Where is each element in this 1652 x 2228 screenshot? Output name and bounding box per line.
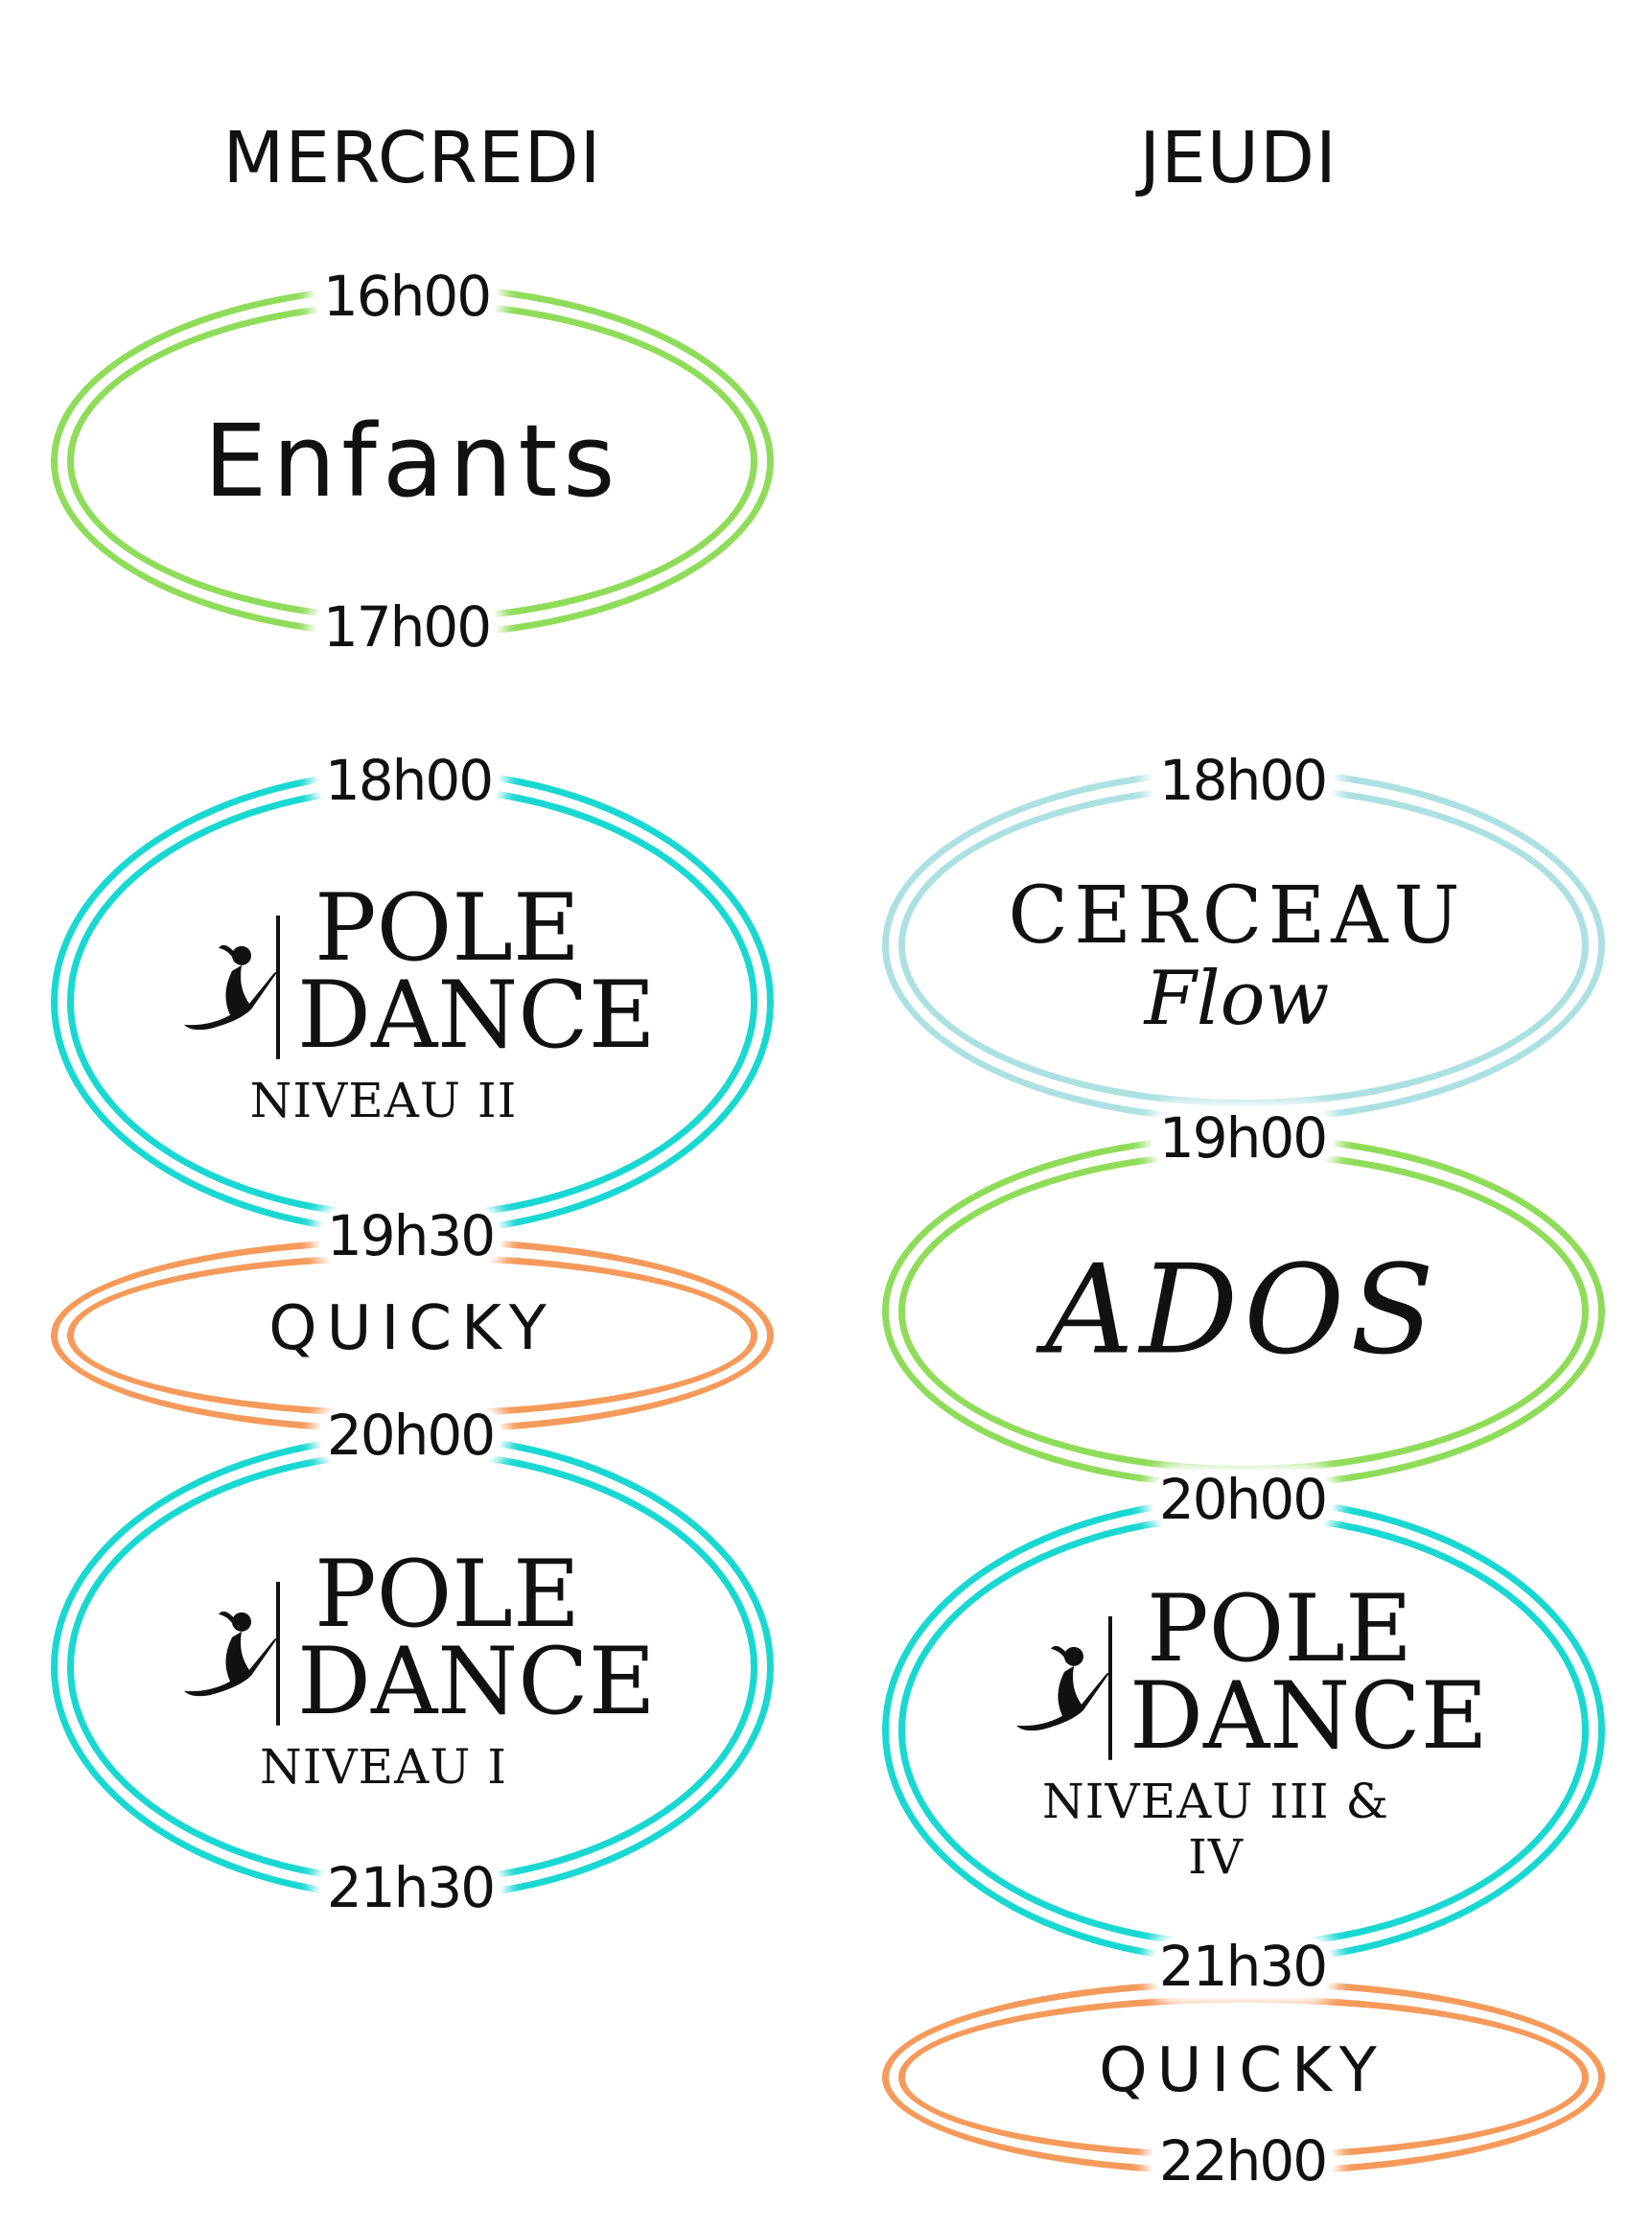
time-label: 16h00 [314,266,499,328]
class-label-enfants: Enfants [203,403,621,520]
pole-text: POLE [1147,1574,1413,1683]
time-label: 21h30 [1151,1936,1335,1998]
class-logo-pole-dance-niveau-2: POLE DANCE NIVEAU II [182,882,656,1129]
dancer-icon [184,1582,280,1727]
time-label: 21h30 [318,1857,502,1919]
class-label-quicky-thursday: QUICKY [1099,2035,1386,2106]
time-label: 20h00 [1151,1469,1335,1531]
level-text: NIVEAU I [260,1739,507,1796]
class-label-ados: ADOS [1045,1239,1440,1382]
class-logo-pole-dance-niveau-1: POLE DANCE NIVEAU I [182,1548,656,1796]
class-label-quicky-wednesday: QUICKY [268,1293,556,1364]
dance-text: DANCE [1129,1662,1488,1770]
pole-text: POLE [314,873,581,982]
day-header-wednesday: MERCREDI [222,117,602,199]
dance-text: DANCE [297,962,656,1069]
time-label: 20h00 [318,1404,502,1467]
time-label: 18h00 [316,750,500,812]
time-label: 19h30 [318,1205,502,1267]
level-text: NIVEAU III & IV [1042,1774,1389,1886]
time-label: 19h00 [1151,1107,1335,1170]
class-logo-pole-dance-niveau-3-4: POLE DANCE NIVEAU III & IV [1014,1583,1488,1886]
time-label: 18h00 [1151,750,1335,812]
dance-text: DANCE [297,1628,656,1735]
time-label: 22h00 [1151,2130,1335,2193]
flow-text: Flow [1144,956,1330,1042]
cerceau-text: CERCEAU [1008,870,1466,962]
class-label-cerceau-flow: CERCEAU Flow [1008,870,1466,1042]
dancer-icon [1016,1616,1112,1761]
level-text: NIVEAU II [249,1073,518,1129]
dancer-icon [184,916,280,1060]
pole-text: POLE [314,1540,581,1648]
time-label: 17h00 [314,596,499,659]
day-header-thursday: JEUDI [1139,117,1338,199]
